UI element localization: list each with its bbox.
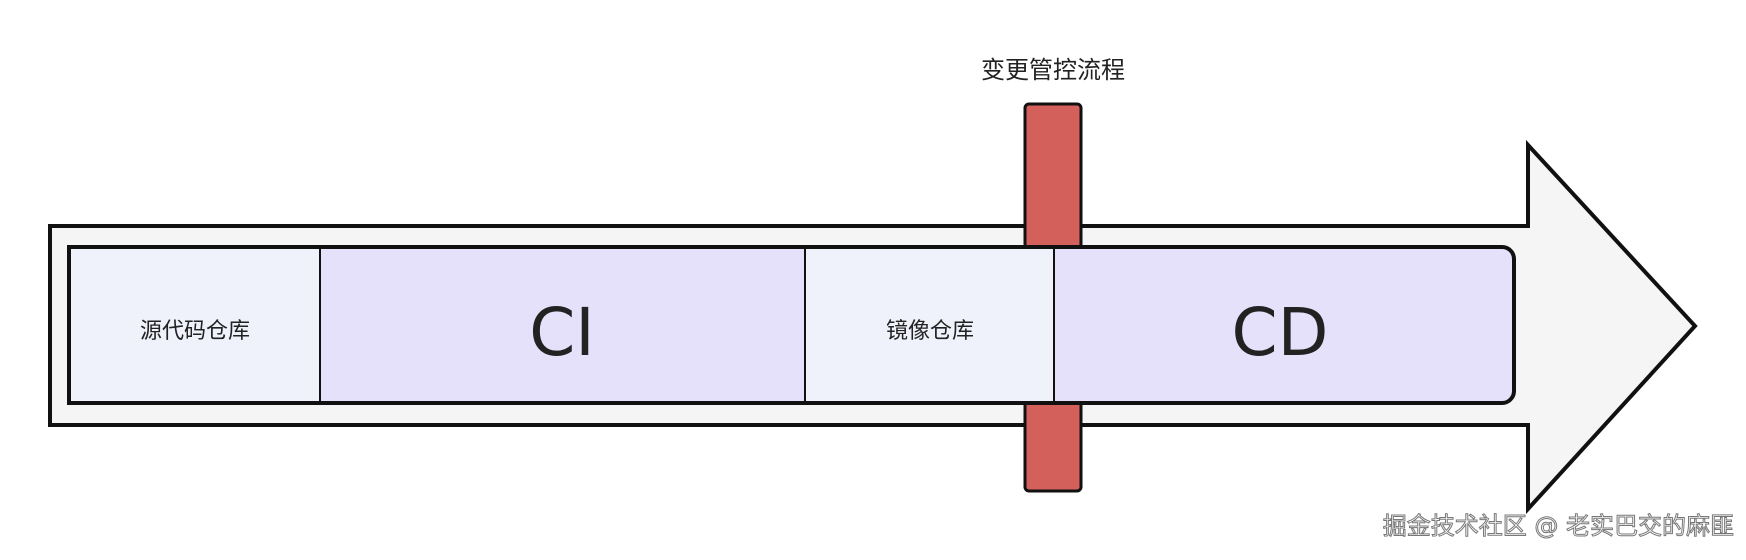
stage-ci [320,247,805,403]
stage-cd [1054,247,1514,403]
gate-title: 变更管控流程 [981,56,1125,84]
watermark: 掘金技术社区 @ 老实巴交的麻匪 [1383,512,1734,540]
stage-bar: 源代码仓库 CI 镜像仓库 CD [67,245,1516,405]
stage-image-repo [805,247,1054,403]
stage-bar-border [67,245,1516,405]
stage-source-repo [69,247,320,403]
stage-label-image-repo: 镜像仓库 [886,319,974,344]
stage-label-source-repo: 源代码仓库 [140,319,250,344]
stage-label-ci: CI [529,294,595,371]
stage-label-cd: CD [1232,294,1329,371]
